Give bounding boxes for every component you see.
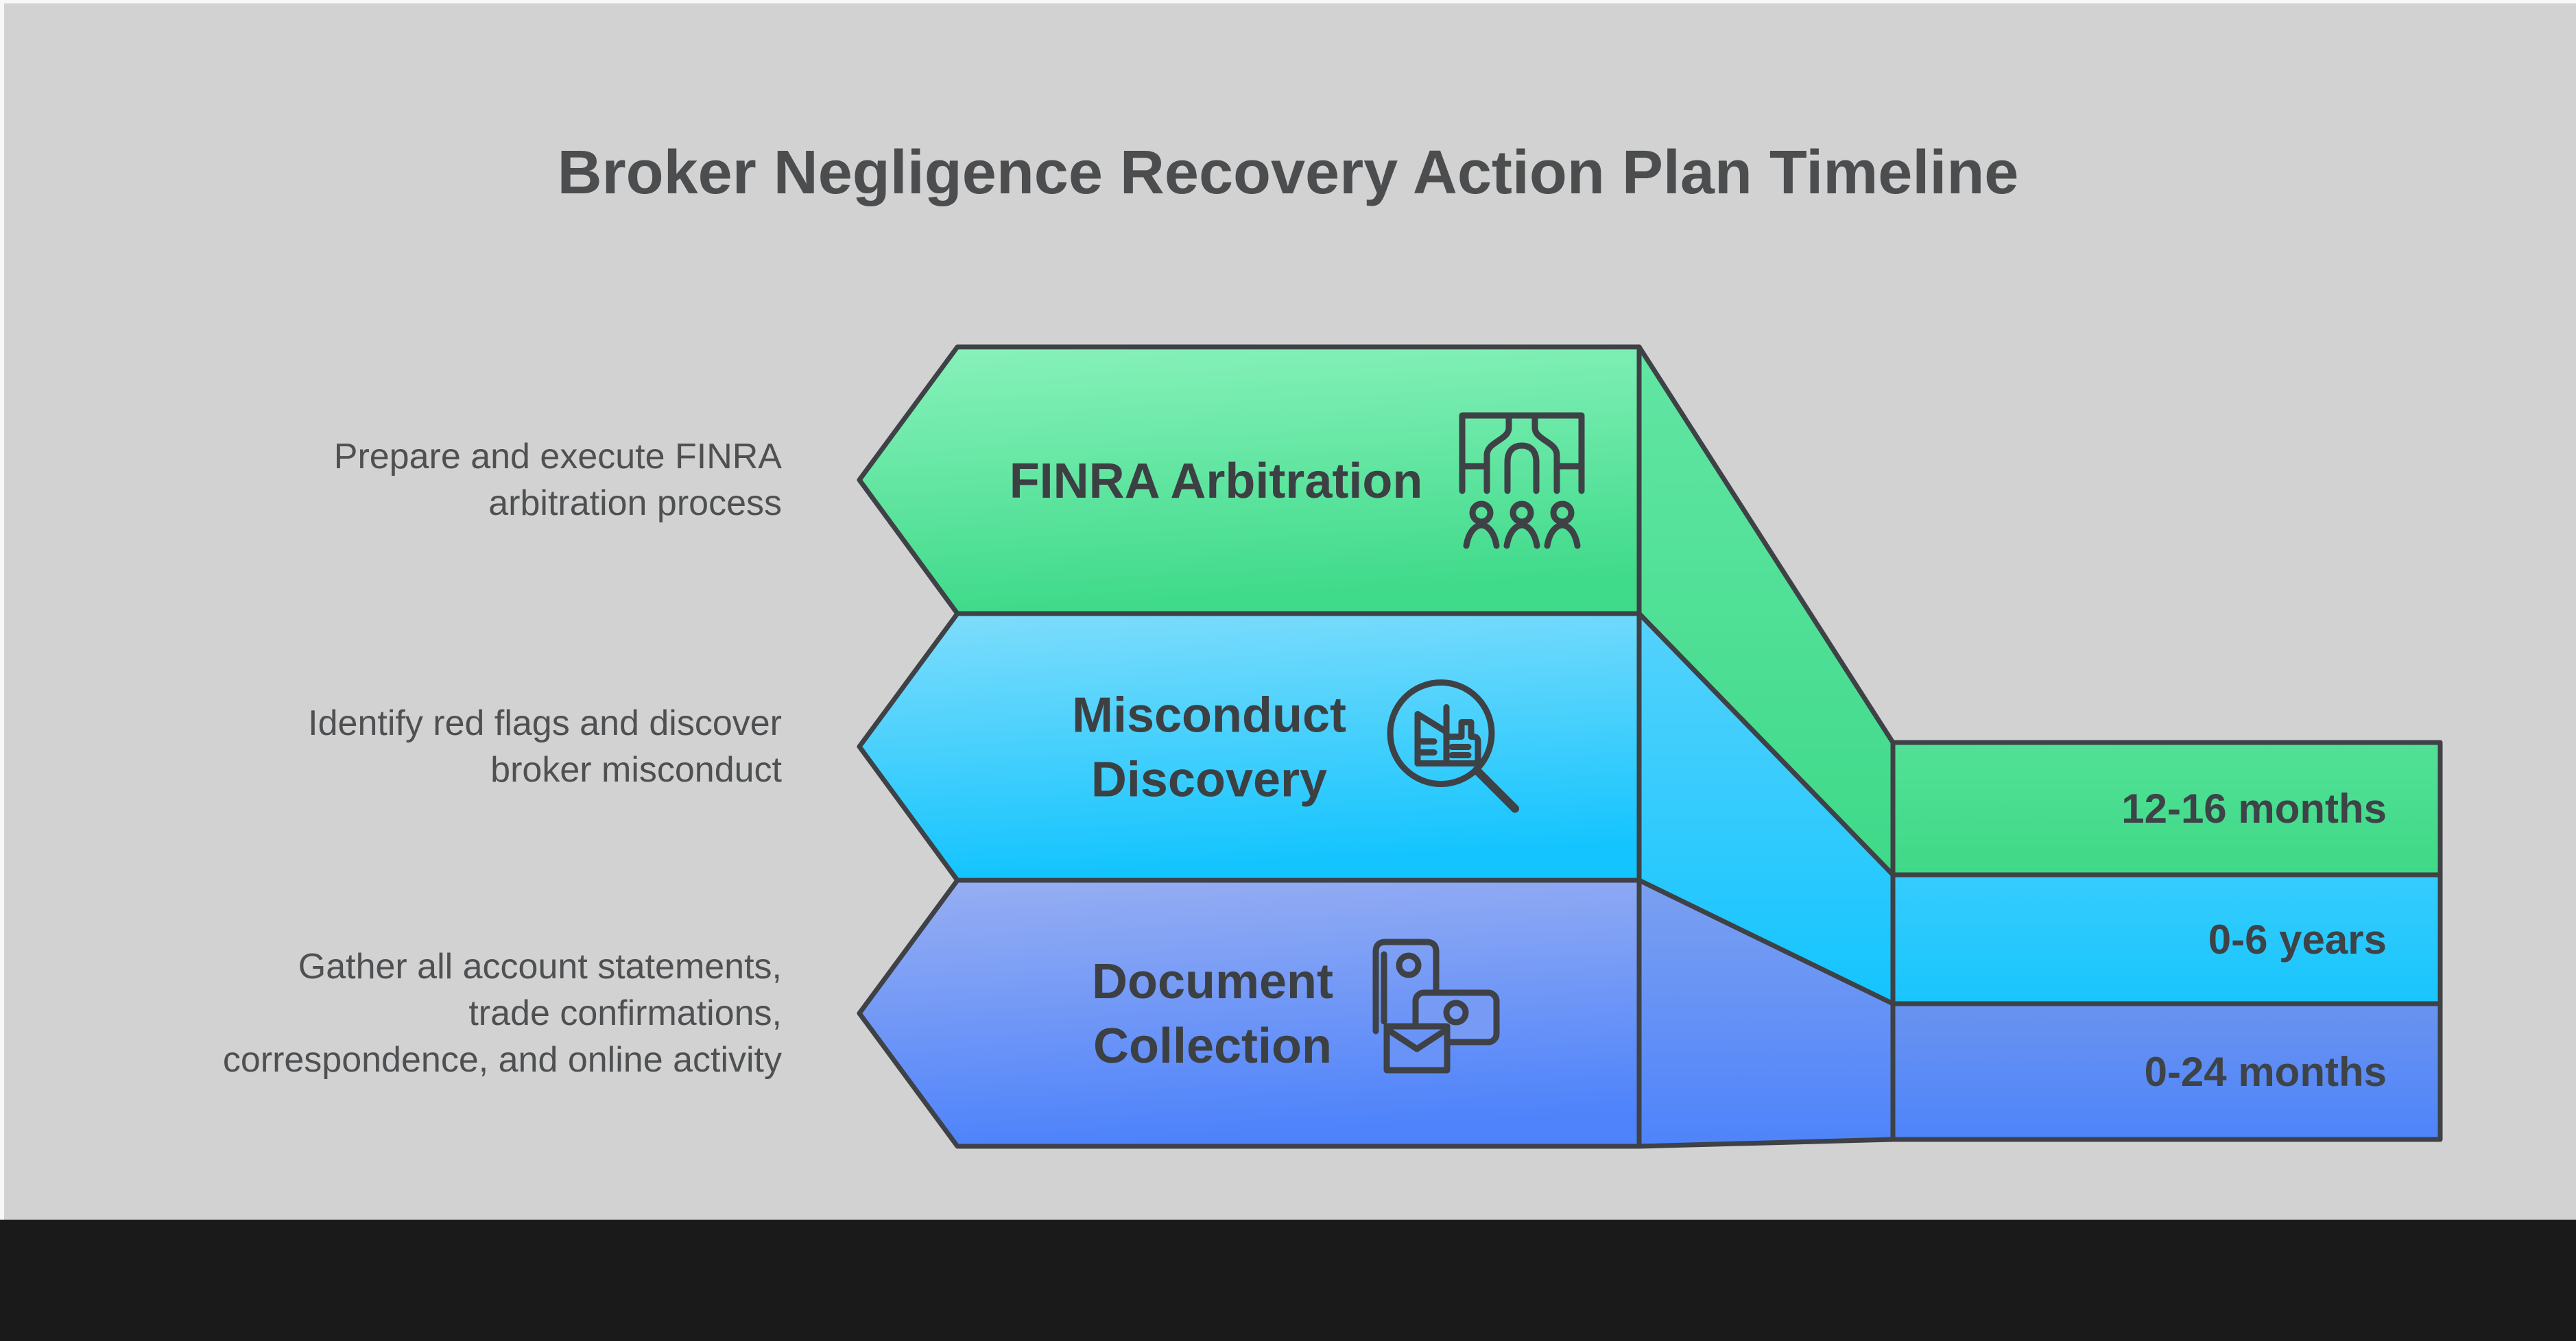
band-content-finra-arbitration: FINRA Arbitration xyxy=(957,409,1639,554)
band-label-line: Collection xyxy=(1093,1019,1332,1074)
stage-band-document-collection xyxy=(857,878,1642,1149)
band-label-line: Discovery xyxy=(1090,752,1328,807)
duration-label-document-collection: 0-24 months xyxy=(1893,1004,2440,1139)
duration-box-finra-arbitration xyxy=(1890,740,2443,878)
footer-bar xyxy=(0,1220,2576,1341)
band-label-line: Misconduct xyxy=(1071,688,1346,742)
step-description-finra-arbitration: Prepare and execute FINRA arbitration pr… xyxy=(0,433,782,527)
misconduct-search-icon xyxy=(1387,679,1519,813)
description-line: Identify red flags and discover xyxy=(308,703,782,743)
step-description-document-collection: Gather all account statements, trade con… xyxy=(0,943,782,1083)
document-collection-icon xyxy=(1372,939,1500,1074)
duration-label-misconduct-discovery: 0-6 years xyxy=(1893,875,2440,1004)
description-line: correspondence, and online activity xyxy=(222,1040,782,1080)
page-title: Broker Negligence Recovery Action Plan T… xyxy=(557,138,2019,207)
description-line: Gather all account statements, xyxy=(298,947,782,987)
duration-label-finra-arbitration: 12-16 months xyxy=(1893,742,2440,875)
frame-edge-top xyxy=(0,0,2576,3)
duration-box-misconduct-discovery xyxy=(1890,872,2443,1006)
description-line: arbitration process xyxy=(488,483,782,523)
arbitration-panel-icon xyxy=(1459,412,1585,549)
band-content-document-collection: Document Collection xyxy=(957,935,1639,1093)
duration-text: 12-16 months xyxy=(2121,786,2387,832)
step-description-misconduct-discovery: Identify red flags and discover broker m… xyxy=(0,700,782,793)
duration-text: 0-6 years xyxy=(2208,916,2387,963)
band-label-finra-arbitration: FINRA Arbitration xyxy=(1010,449,1423,514)
band-label-misconduct-discovery: Misconduct Discovery xyxy=(1072,683,1346,812)
band-label-line: Document xyxy=(1091,954,1334,1009)
band-label-document-collection: Document Collection xyxy=(1092,950,1333,1078)
description-line: trade confirmations, xyxy=(468,993,782,1033)
duration-box-document-collection xyxy=(1890,1001,2443,1142)
description-line: Prepare and execute FINRA xyxy=(333,437,782,476)
description-line: broker misconduct xyxy=(490,750,782,790)
frame-edge-left xyxy=(0,0,4,1220)
duration-text: 0-24 months xyxy=(2144,1048,2387,1095)
band-content-misconduct-discovery: Misconduct Discovery xyxy=(957,670,1639,825)
band-label-line: FINRA Arbitration xyxy=(1009,454,1423,509)
